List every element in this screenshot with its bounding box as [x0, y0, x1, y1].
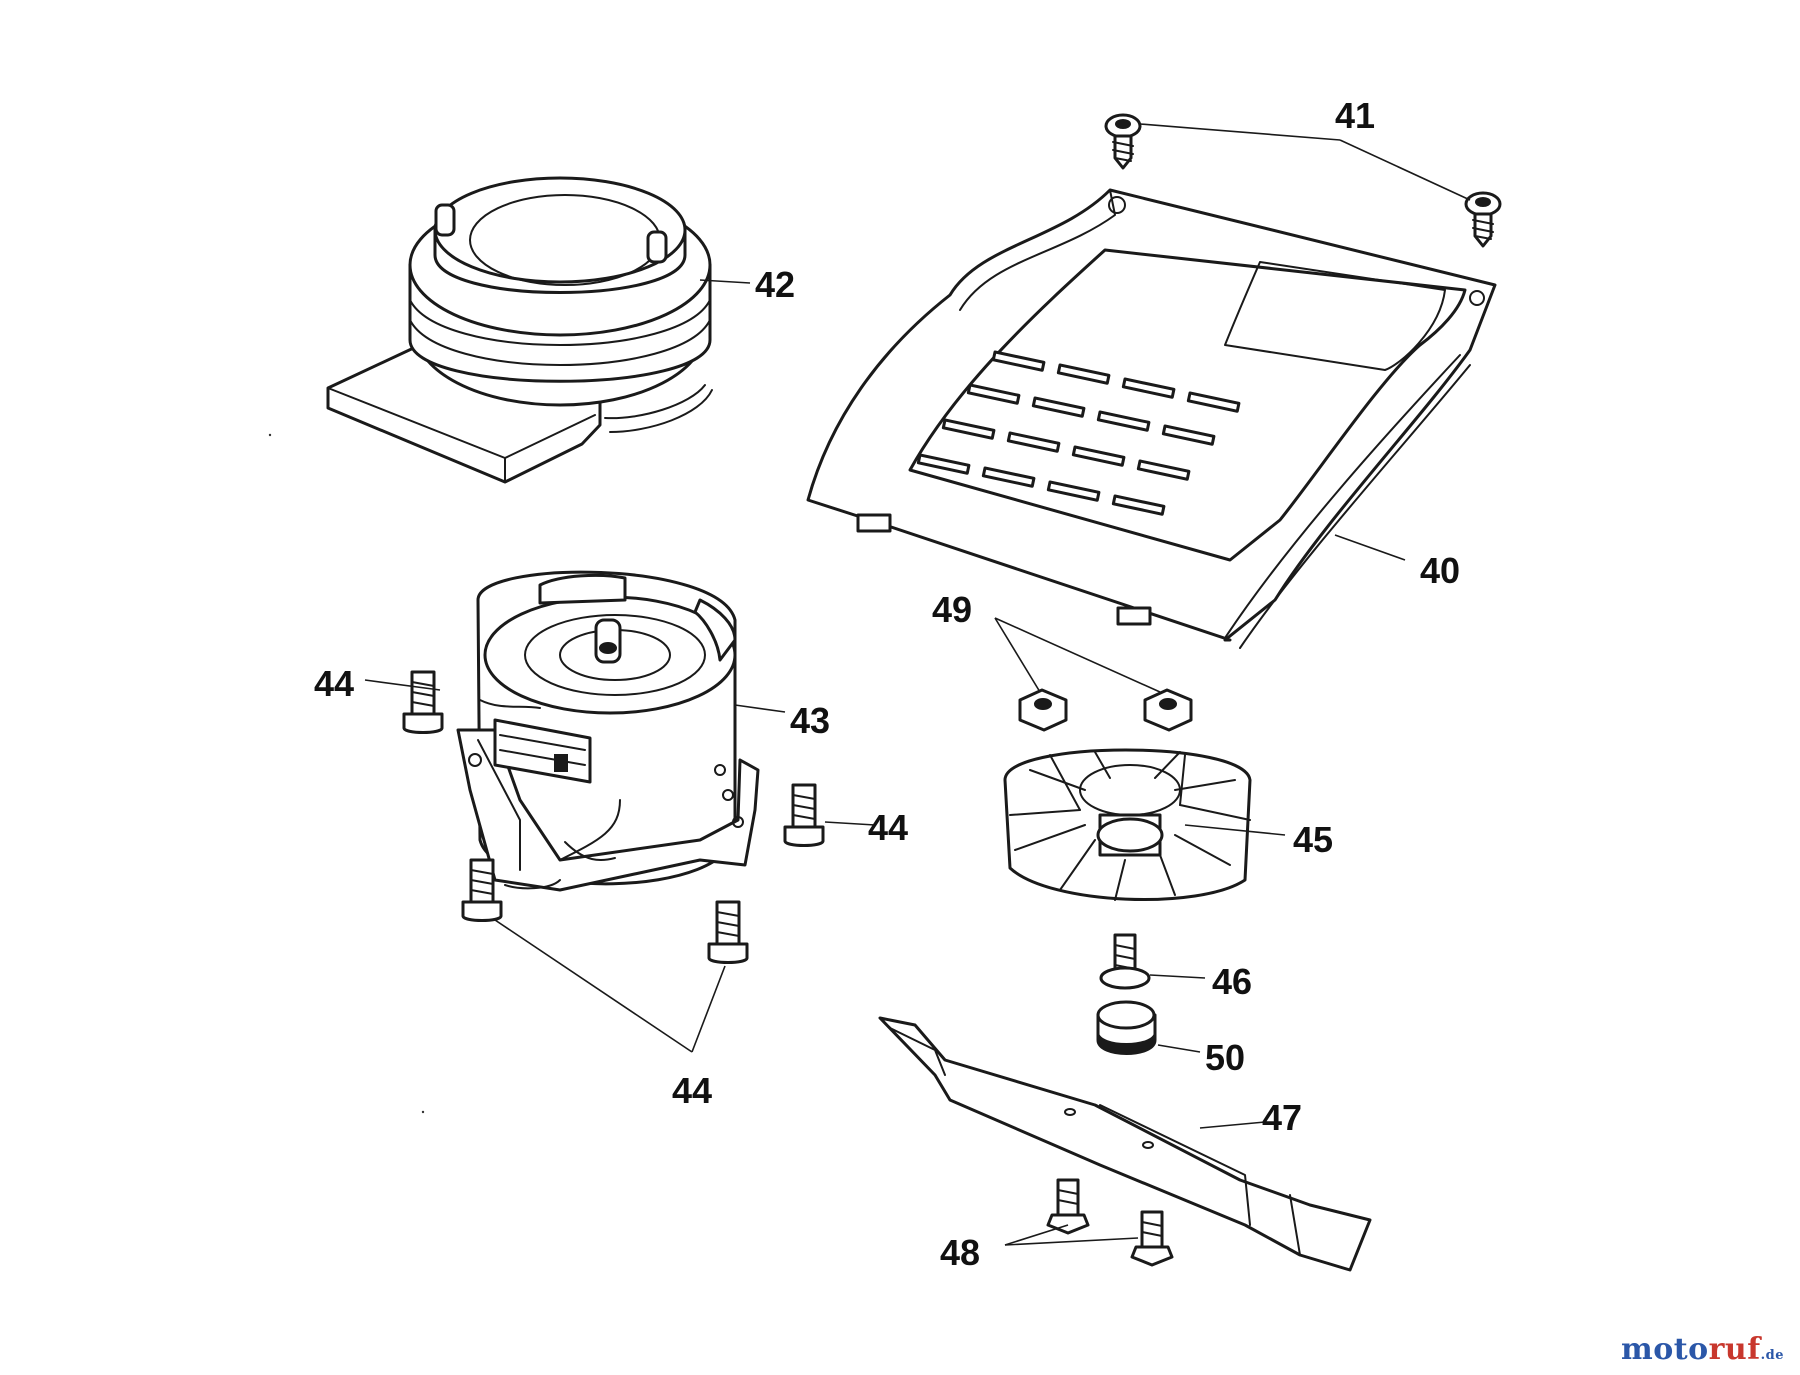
speck	[268, 433, 272, 437]
speck	[421, 1110, 425, 1114]
part-49-nuts	[1018, 688, 1193, 732]
label-44-left: 44	[314, 663, 354, 704]
label-47: 47	[1262, 1097, 1302, 1138]
label-40: 40	[1420, 550, 1460, 591]
watermark-part-b: ruf	[1708, 1332, 1761, 1367]
part-47-blade	[878, 1016, 1372, 1272]
label-45: 45	[1293, 819, 1333, 860]
leader-lines	[364, 123, 1471, 1246]
label-50: 50	[1205, 1037, 1245, 1078]
part-43-motor	[456, 570, 760, 892]
part-40-top-cover	[806, 188, 1497, 649]
label-41: 41	[1335, 95, 1375, 136]
watermark-logo: motoruf.de	[1621, 1332, 1784, 1367]
label-44-bottom: 44	[672, 1070, 712, 1111]
watermark-part-a: moto	[1620, 1332, 1709, 1367]
part-41-screws	[1104, 113, 1502, 248]
label-46: 46	[1212, 961, 1252, 1002]
label-44-right: 44	[868, 807, 908, 848]
part-44-bolts	[402, 670, 825, 964]
part-45-fan	[1003, 748, 1252, 901]
part-42-motor-cover	[326, 176, 713, 484]
part-48-bolts	[1046, 1178, 1174, 1267]
part-50-adapter	[1096, 1000, 1157, 1055]
part-46-bolt	[1099, 933, 1151, 990]
label-48: 48	[940, 1232, 980, 1273]
label-42: 42	[755, 264, 795, 305]
label-49: 49	[932, 589, 972, 630]
watermark-part-c: .de	[1760, 1348, 1784, 1363]
label-43: 43	[790, 700, 830, 741]
